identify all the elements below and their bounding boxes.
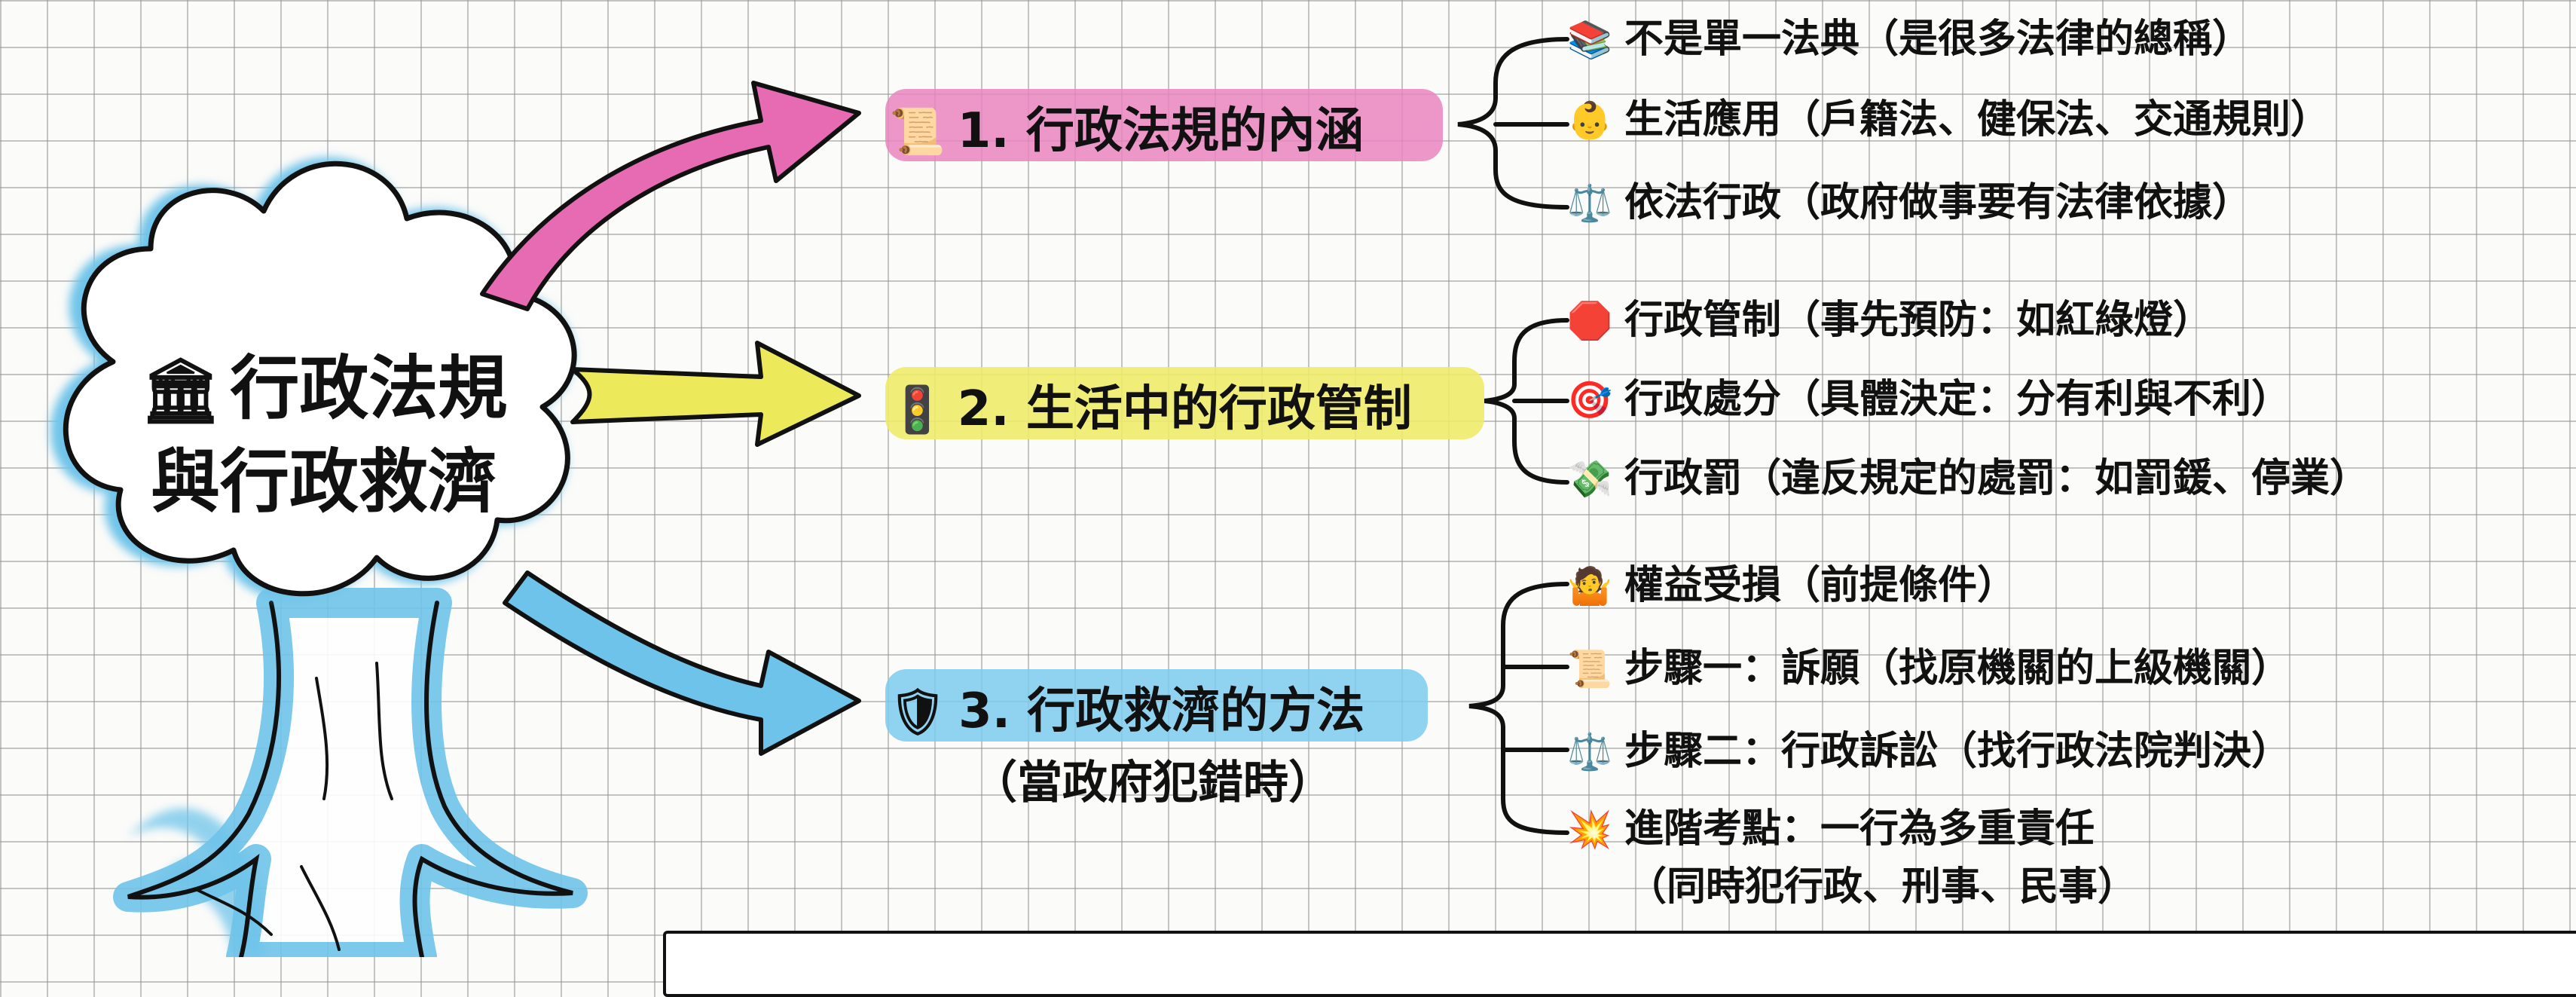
scales-icon: ⚖️ [1567, 731, 1612, 773]
traffic-light-icon: 🚦 [889, 384, 946, 436]
arrow-branch-3 [503, 570, 861, 756]
branch-1-label: 📜1. 行政法規的內涵 [889, 103, 1364, 159]
highlight-branch-1 [885, 89, 1443, 161]
scroll-icon: 📜 [1567, 648, 1612, 690]
stop-sign-icon: 🛑 [1567, 300, 1612, 342]
branch-2-item-2: 🎯行政處分（具體決定：分有利與不利） [1567, 375, 2290, 424]
highlight-branch-3 [885, 669, 1428, 742]
baby-icon: 👶 [1567, 99, 1612, 142]
arrow-branch-2 [570, 341, 861, 447]
branch-2-item-1: 🛑行政管制（事先預防：如紅綠燈） [1567, 296, 2212, 345]
brace-branch-1 [1457, 37, 1569, 209]
branch-2-label: 🚦2. 生活中的行政管制 [889, 381, 1412, 437]
scroll-icon: 📜 [889, 106, 946, 158]
collision-icon: 💥 [1567, 809, 1612, 851]
classical-building-icon: 🏛 [140, 353, 222, 427]
scales-icon: ⚖️ [1567, 182, 1612, 225]
branch-3-item-2: 📜步驟一：訴願（找原機關的上級機關） [1567, 644, 2290, 693]
books-icon: 📚 [1567, 19, 1612, 61]
brace-branch-2 [1484, 318, 1569, 485]
branch-1-item-2: 👶生活應用（戶籍法、健保法、交通規則） [1567, 96, 2330, 145]
branch-3-item-3: ⚖️步驟二：行政訴訟（找行政法院判決） [1567, 727, 2290, 776]
money-wings-icon: 💸 [1567, 458, 1612, 500]
target-icon: 🎯 [1567, 379, 1612, 421]
central-topic: 🏛行政法規 與行政救濟 [113, 343, 535, 528]
branch-1-item-3: ⚖️依法行政（政府做事要有法律依據） [1567, 179, 2251, 228]
branch-3-label: 🛡3. 行政救濟的方法 [889, 684, 1365, 739]
arrow-branch-1 [480, 81, 861, 311]
highlight-branch-2 [885, 367, 1484, 439]
diagram-canvas [50, 37, 1569, 957]
bottom-note-box [663, 931, 2576, 997]
branch-3-item-4-detail: （同時犯行政、刑事、民事） [1627, 864, 2137, 910]
tree-canopy [50, 157, 577, 601]
branch-1-item-1: 📚不是單一法典（是很多法律的總稱） [1567, 15, 2251, 64]
branch-3-item-4: 💥進階考點：一行為多重責任 [1567, 805, 2095, 854]
tree-trunk [113, 588, 588, 957]
branch-3-item-1: 🤷權益受損（前提條件） [1567, 561, 2016, 610]
central-topic-line2: 與行政救濟 [150, 442, 497, 522]
branch-3-sublabel: （當政府犯錯時） [972, 757, 1334, 809]
central-topic-line1: 行政法規 [230, 348, 508, 429]
brace-branch-3 [1468, 582, 1569, 835]
branch-2-item-3: 💸行政罰（違反規定的處罰：如罰鍰、停業） [1567, 454, 2369, 503]
shrug-icon: 🤷 [1567, 565, 1612, 607]
shield-icon: 🛡 [889, 686, 947, 739]
